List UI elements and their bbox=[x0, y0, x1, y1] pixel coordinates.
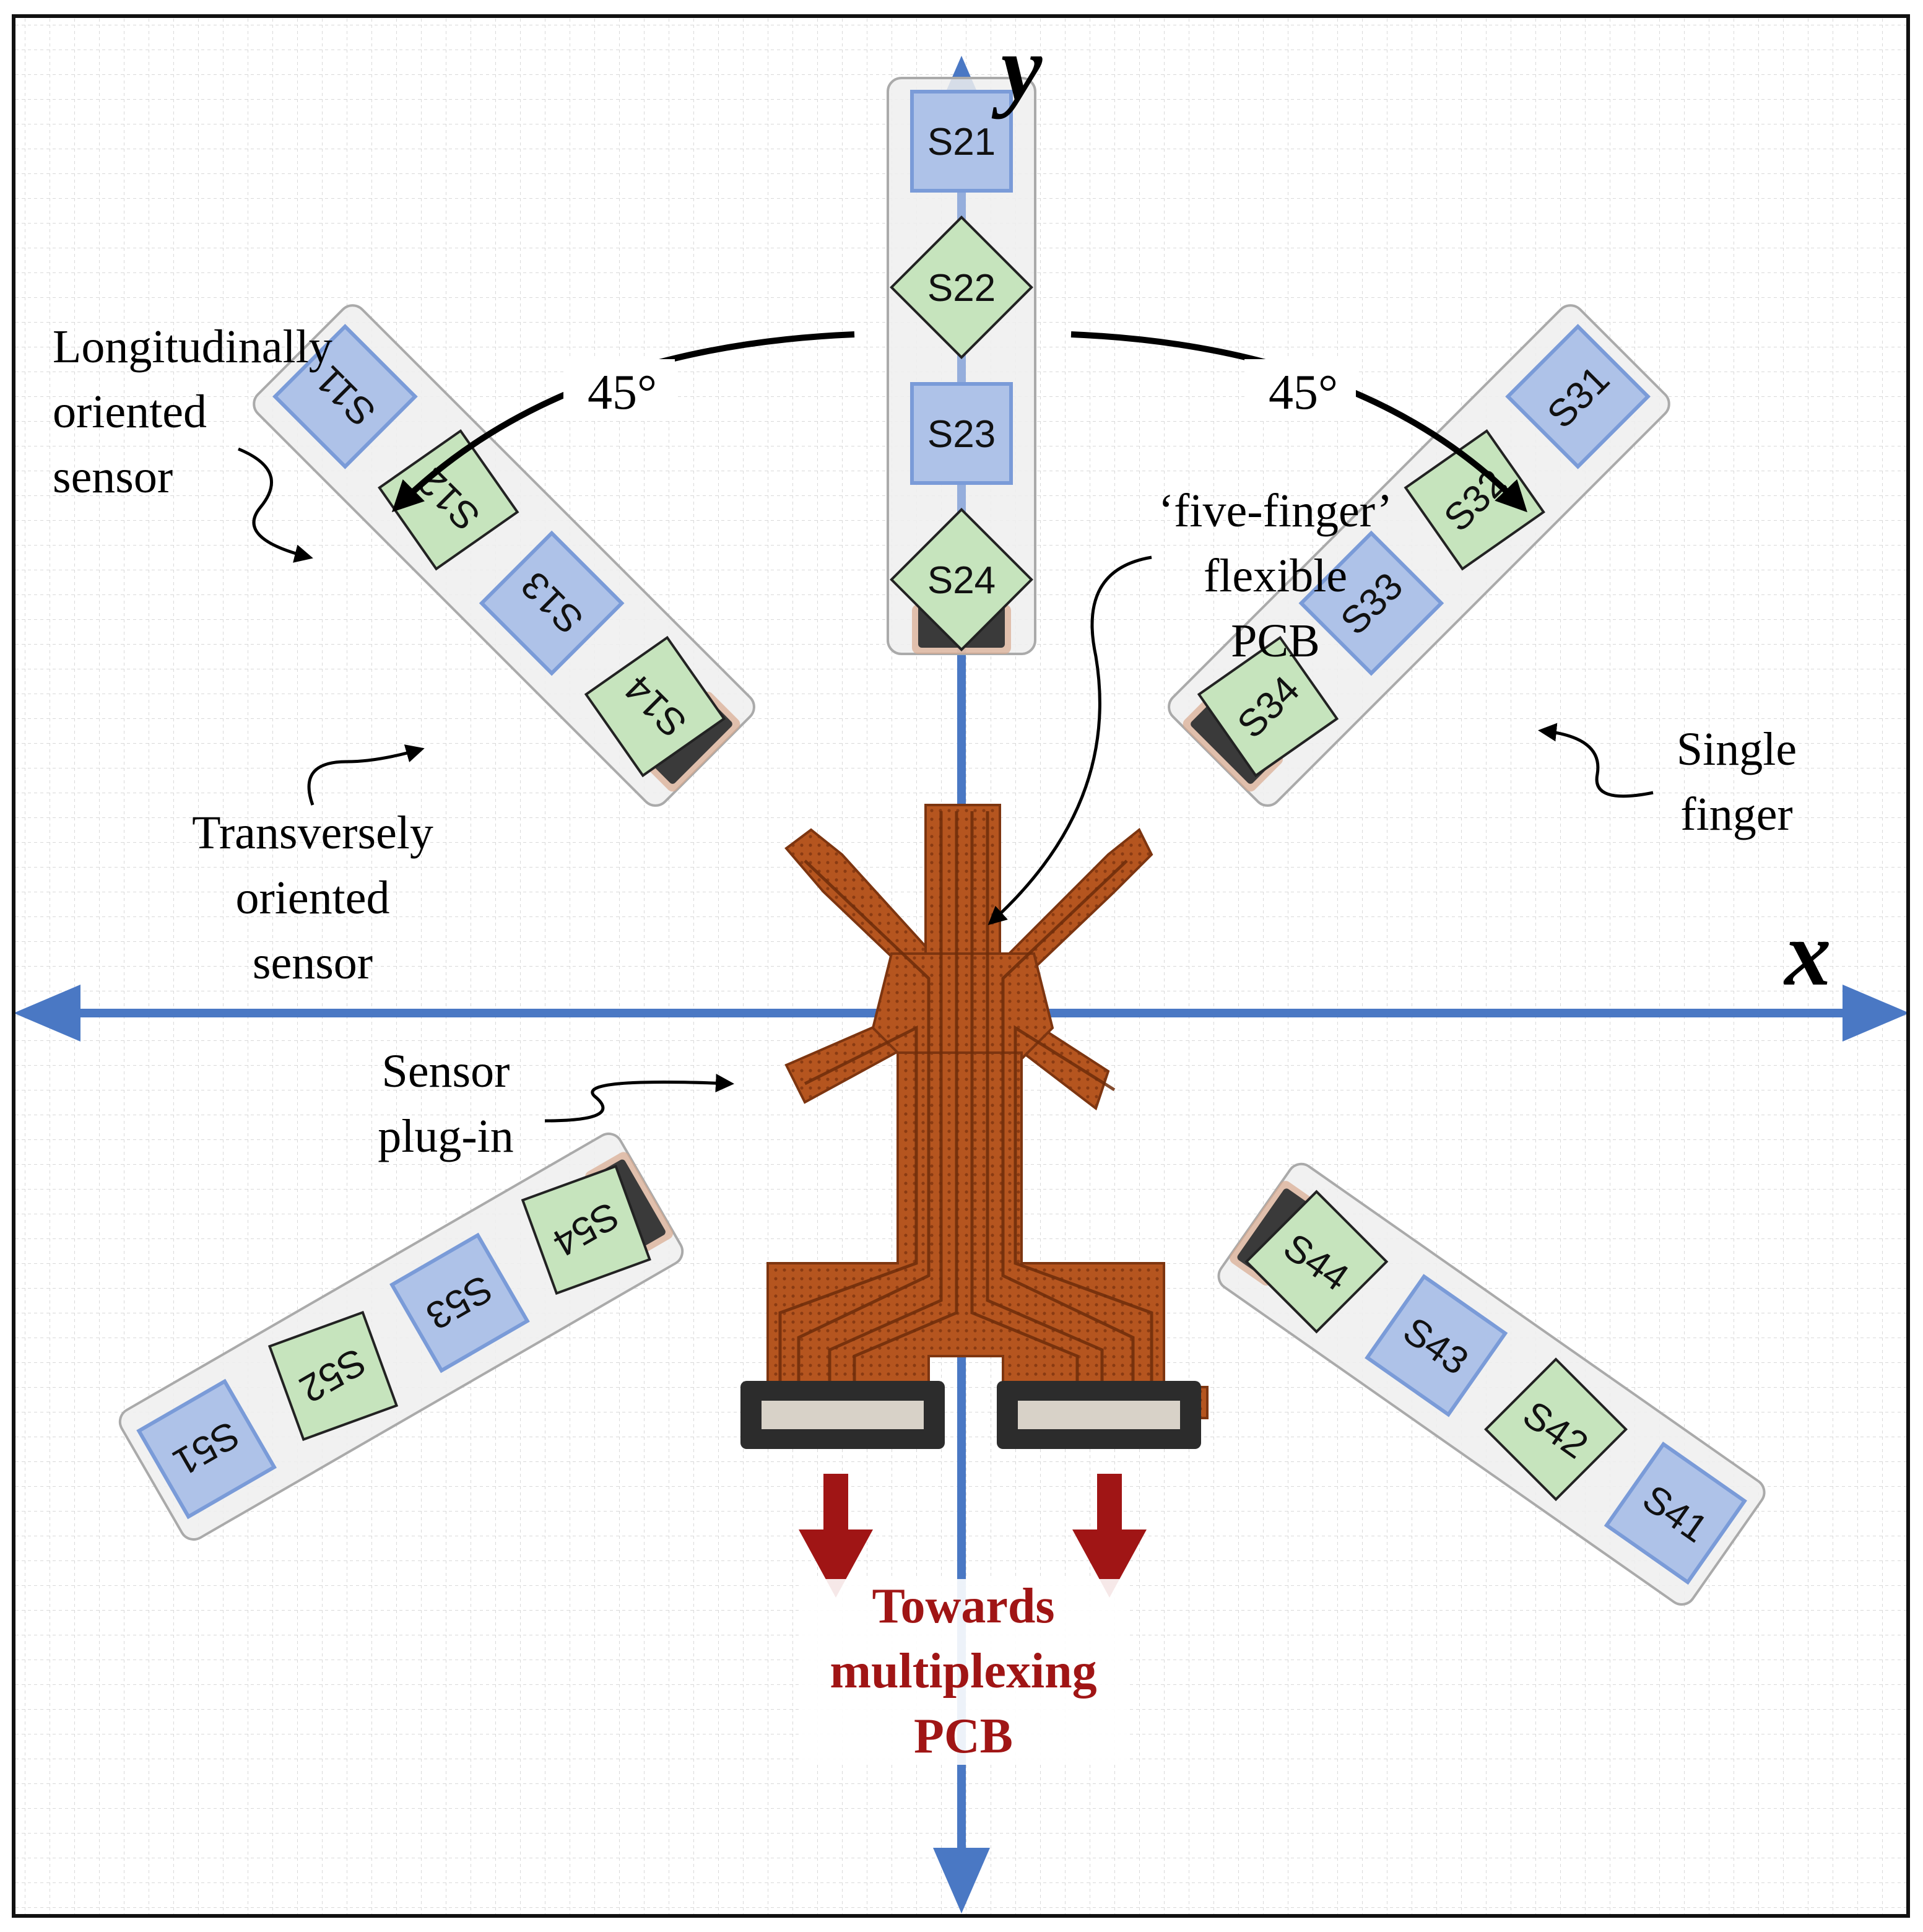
annotation-plug-in: Sensor plug-in bbox=[378, 1045, 514, 1162]
sensor-s44: S44 bbox=[1244, 1190, 1389, 1334]
annotation-transverse-line-1: Transversely bbox=[192, 807, 433, 859]
annotation-single-finger: Single finger bbox=[1677, 723, 1797, 840]
x-axis-label: x bbox=[1784, 902, 1831, 1005]
sensor-s42-pad bbox=[1484, 1357, 1628, 1502]
output-arrows bbox=[799, 1474, 1147, 1598]
annotation-longitudinal-line-2: oriented bbox=[53, 386, 207, 438]
annotation-plug-in-line-1: Sensor bbox=[382, 1045, 510, 1097]
angle-label-left: 45° bbox=[588, 365, 657, 420]
annotation-towards: Towards multiplexing PCB bbox=[799, 1579, 1127, 1765]
annotation-single-finger-line-2: finger bbox=[1680, 788, 1792, 840]
sensor-s21-pad bbox=[910, 90, 1013, 193]
sensor-s32-pad bbox=[1404, 429, 1545, 571]
sensor-s34-pad bbox=[1197, 635, 1339, 778]
sensor-s21: S21 bbox=[910, 90, 1013, 193]
y-axis-arrow-bottom bbox=[933, 1848, 990, 1913]
annotation-five-finger-line-2: flexible bbox=[1204, 550, 1347, 602]
sensor-s11: S11 bbox=[272, 324, 418, 469]
annotation-transverse: Transversely oriented sensor bbox=[192, 807, 433, 989]
output-arrow-left bbox=[799, 1474, 873, 1598]
annotation-transverse-line-3: sensor bbox=[253, 937, 373, 989]
sensor-s24-pad bbox=[890, 508, 1033, 651]
sensor-s24-label: S24 bbox=[927, 559, 996, 602]
x-axis-arrow-right bbox=[1843, 985, 1909, 1042]
annotation-plug-in-line-2: plug-in bbox=[378, 1110, 514, 1162]
annotation-longitudinal: Longitudinally oriented sensor bbox=[53, 321, 332, 503]
sensor-s51-pad bbox=[136, 1378, 277, 1520]
sensor-s22: S22 bbox=[890, 215, 1033, 359]
pcb-hub bbox=[871, 952, 1054, 1066]
sensor-s53-pad bbox=[389, 1232, 530, 1373]
annotation-five-finger-line-1: ‘five-finger’ bbox=[1158, 485, 1392, 537]
annotation-towards-line-3: PCB bbox=[914, 1709, 1013, 1764]
sensor-s23: S23 bbox=[910, 382, 1013, 485]
sensor-s31-pad bbox=[1505, 324, 1651, 469]
x-axis-arrow-left bbox=[14, 985, 80, 1042]
sensor-s14: S14 bbox=[584, 635, 726, 778]
leader-single-finger bbox=[1538, 723, 1654, 798]
leader-five-finger bbox=[988, 555, 1152, 926]
sensor-s12-pad bbox=[378, 429, 519, 571]
sensor-s41-pad bbox=[1604, 1441, 1747, 1585]
sensor-s34: S34 bbox=[1197, 635, 1339, 778]
sensor-s52: S52 bbox=[267, 1310, 399, 1442]
pcb-traces bbox=[778, 811, 1153, 1387]
annotation-longitudinal-line-3: sensor bbox=[53, 451, 173, 503]
sensor-s44-pad bbox=[1244, 1190, 1389, 1334]
sensor-s13-pad bbox=[479, 530, 625, 676]
sensor-s22-label: S22 bbox=[927, 267, 996, 310]
sensor-s52-pad bbox=[267, 1310, 399, 1442]
sensor-s41: S41 bbox=[1604, 1441, 1747, 1585]
sensor-s24: S24 bbox=[890, 508, 1033, 651]
leader-plug-in bbox=[544, 1074, 734, 1123]
sensor-s23-label: S23 bbox=[927, 413, 996, 456]
flexible-pcb bbox=[740, 804, 1209, 1449]
annotation-five-finger: ‘five-finger’ flexible PCB bbox=[1158, 485, 1392, 667]
sensor-s22-pad bbox=[890, 215, 1033, 359]
leader-longitudinal bbox=[238, 447, 313, 563]
sensor-s53: S53 bbox=[389, 1232, 530, 1373]
sensor-s33: S33 bbox=[1298, 530, 1444, 676]
annotation-five-finger-line-3: PCB bbox=[1231, 615, 1320, 667]
sensor-s51: S51 bbox=[136, 1378, 277, 1520]
sensor-s31: S31 bbox=[1505, 324, 1651, 469]
annotation-single-finger-line-1: Single bbox=[1677, 723, 1797, 775]
sensor-s54: S54 bbox=[521, 1164, 651, 1295]
sensor-s42: S42 bbox=[1484, 1357, 1628, 1502]
sensor-s43-pad bbox=[1365, 1274, 1508, 1417]
fingers-layer: S11S12S13S14S21S22S23S24S31S32S33S34S41S… bbox=[118, 77, 1766, 1606]
output-connectors bbox=[740, 1381, 1201, 1449]
sensor-s13: S13 bbox=[479, 530, 625, 676]
annotation-transverse-line-2: oriented bbox=[235, 872, 389, 924]
output-arrow-right bbox=[1072, 1474, 1147, 1598]
annotation-towards-line-2: multiplexing bbox=[830, 1644, 1096, 1699]
sensor-s23-pad bbox=[910, 382, 1013, 485]
pcb-body bbox=[742, 1051, 1209, 1419]
angle-label-right: 45° bbox=[1269, 365, 1338, 420]
sensor-s33-pad bbox=[1298, 530, 1444, 676]
angle-arcs: 45° 45° bbox=[391, 331, 1527, 513]
leader-transverse bbox=[307, 744, 425, 806]
sensor-s21-label: S21 bbox=[927, 121, 996, 163]
annotation-longitudinal-line-1: Longitudinally bbox=[53, 321, 332, 373]
sensor-s54-pad bbox=[521, 1164, 651, 1295]
sensor-s11-pad bbox=[272, 324, 418, 469]
sensor-s14-pad bbox=[584, 635, 726, 778]
annotation-towards-line-1: Towards bbox=[872, 1579, 1055, 1634]
sensor-s43: S43 bbox=[1365, 1274, 1508, 1417]
frame-border bbox=[12, 14, 1910, 1918]
